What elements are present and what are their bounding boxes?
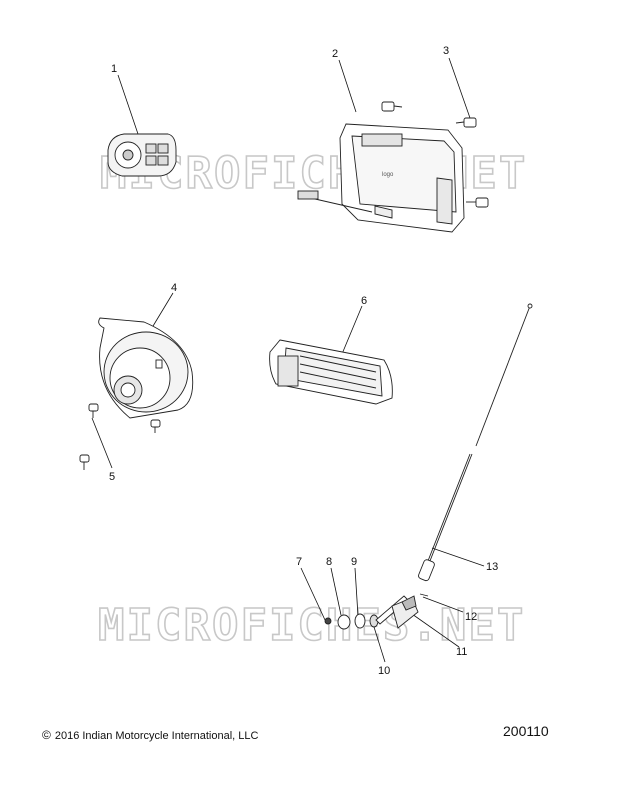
watermark-bottom: MICROFICHES.NET [98,600,525,651]
speaker-icon [98,317,194,419]
svg-text:logo: logo [382,172,394,178]
callout-8: 8 [326,556,332,568]
antenna-icon [418,303,533,582]
callout-6: 6 [361,295,367,307]
copyright-symbol: © [42,728,51,742]
callout-7: 7 [296,556,302,568]
callout-11: 11 [456,646,467,658]
callout-10: 10 [378,665,390,677]
copyright-notice: ©2016 Indian Motorcycle International, L… [42,728,258,742]
audio-module-icon: logo [297,123,465,233]
antenna-base-icon [324,593,429,630]
callout-2: 2 [332,48,338,60]
control-switch-icon [107,133,177,177]
callout-3: 3 [443,45,449,57]
copyright-text: 2016 Indian Motorcycle International, LL… [54,730,259,742]
leader-lines [91,57,485,663]
callout-4: 4 [171,282,177,294]
callout-1: 1 [111,63,117,75]
speaker-screw-icon [79,403,161,470]
callout-labels: 1 2 3 4 5 6 7 8 9 10 11 12 13 [109,45,498,677]
screw-icon [381,101,489,208]
speaker-grille-icon [269,339,393,405]
drawing-number: 200110 [503,723,549,739]
callout-12: 12 [465,611,477,623]
callout-5: 5 [109,471,115,483]
callout-9: 9 [351,556,357,568]
callout-13: 13 [486,561,498,573]
